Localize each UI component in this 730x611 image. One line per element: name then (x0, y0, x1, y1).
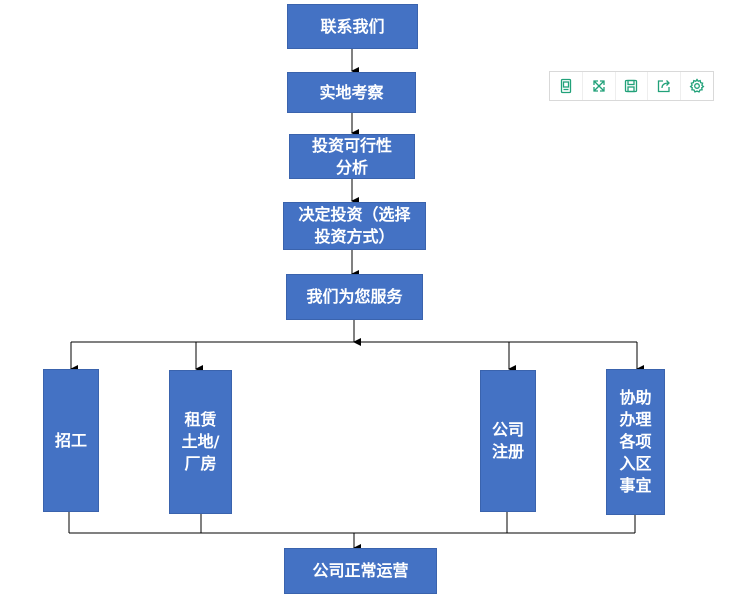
settings-icon (689, 78, 705, 93)
save-icon (625, 79, 638, 93)
node-normal-operation: 公司正常运营 (284, 548, 437, 594)
share-button[interactable] (648, 72, 682, 100)
node-feasibility-analysis: 投资可行性 分析 (289, 134, 415, 179)
view-data-icon (560, 78, 572, 94)
expand-button[interactable] (583, 72, 616, 100)
node-investment-decision: 决定投资（选择 投资方式） (283, 202, 426, 250)
node-contact-us: 联系我们 (287, 4, 418, 49)
settings-button[interactable] (681, 72, 713, 100)
expand-icon (593, 80, 605, 92)
chart-toolbox (549, 71, 714, 101)
node-company-registration: 公司 注册 (480, 370, 536, 512)
save-image-button[interactable] (616, 72, 649, 100)
node-site-survey: 实地考察 (287, 72, 416, 113)
node-our-service: 我们为您服务 (286, 274, 423, 320)
share-icon (658, 80, 671, 93)
node-assist-procedures: 协助 办理 各项 入区 事宜 (606, 369, 665, 515)
node-land-lease: 租赁 土地/ 厂房 (169, 370, 232, 514)
view-data-button[interactable] (550, 72, 583, 100)
node-recruitment: 招工 (43, 369, 99, 512)
